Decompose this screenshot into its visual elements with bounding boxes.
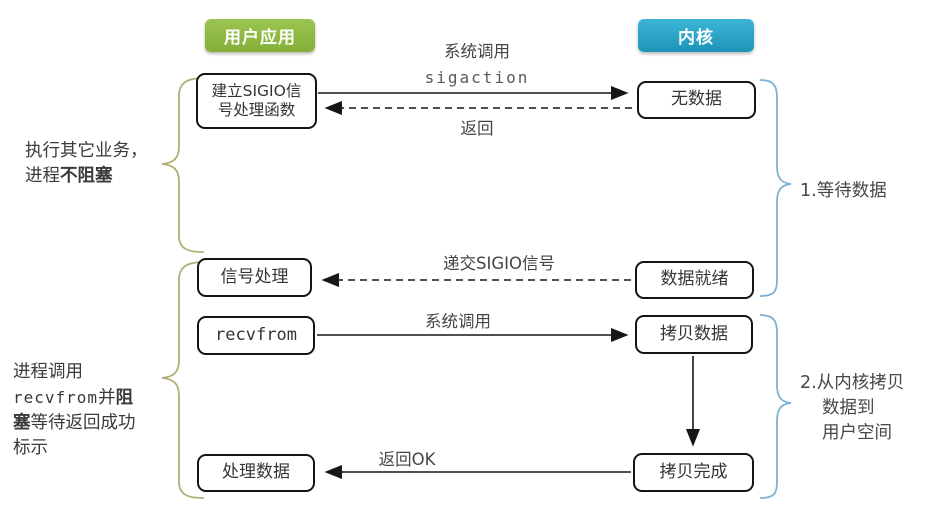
label-sigaction: sigaction <box>424 68 530 87</box>
box-setup-line1: 建立SIGIO信 <box>211 81 302 100</box>
note-phase1-wait-data: 1.等待数据 <box>800 181 887 201</box>
note-no-blocking: 执行其它业务， 进程不阻塞 <box>25 139 148 189</box>
note-blocking-line2: recvfrom并阻 <box>13 385 136 411</box>
note-blocking-mid: 并 <box>98 388 116 408</box>
brace-right-phase2 <box>759 314 792 499</box>
note-blocking-bold2: 塞 <box>13 413 31 433</box>
note-phase2-line2: 数据到 <box>822 398 875 418</box>
label-deliver-sigio: 递交SIGIO信号 <box>443 254 555 273</box>
note-no-blocking-line2: 进程不阻塞 <box>25 164 148 189</box>
note-blocking-rest: 等待返回成功 <box>30 413 136 433</box>
note-phase2-line1: 2.从内核拷贝 <box>800 373 905 393</box>
note-blocking-code: recvfrom <box>13 388 99 407</box>
box-copy-data: 拷贝数据 <box>635 315 753 354</box>
box-data-ready: 数据就绪 <box>635 261 754 299</box>
note-blocking-line3: 塞等待返回成功 <box>13 411 136 436</box>
user-app-header: 用户应用 <box>205 19 315 52</box>
box-setup-sigio-handler: 建立SIGIO信 号处理函数 <box>196 73 317 129</box>
box-signal-handler: 信号处理 <box>197 258 312 297</box>
brace-left-phase2 <box>161 261 205 499</box>
kernel-header: 内核 <box>638 19 754 52</box>
note-no-blocking-normal: 进程 <box>25 166 60 186</box>
box-no-data: 无数据 <box>637 81 756 119</box>
box-process-data: 处理数据 <box>197 454 315 492</box>
label-syscall-top: 系统调用 <box>444 42 510 61</box>
label-return-ok: 返回OK <box>378 450 436 469</box>
label-syscall-recvfrom: 系统调用 <box>425 312 491 331</box>
brace-right-phase1 <box>759 79 792 297</box>
box-copy-done: 拷贝完成 <box>633 453 754 492</box>
note-blocking-wait: 进程调用 recvfrom并阻 塞等待返回成功 标示 <box>13 360 136 461</box>
note-blocking-bold1: 阻 <box>115 388 134 408</box>
note-phase2-line3: 用户空间 <box>822 423 892 443</box>
note-blocking-line4: 标示 <box>13 438 48 458</box>
note-no-blocking-line1: 执行其它业务， <box>25 141 148 161</box>
box-setup-line2: 号处理函数 <box>217 101 296 119</box>
label-return: 返回 <box>460 119 494 138</box>
note-phase2-copy: 2.从内核拷贝 数据到 用户空间 <box>800 371 904 446</box>
box-recvfrom: recvfrom <box>197 316 315 355</box>
note-no-blocking-bold: 不阻塞 <box>60 166 113 186</box>
note-blocking-line1: 进程调用 <box>13 362 83 382</box>
brace-left-phase1 <box>161 77 205 253</box>
